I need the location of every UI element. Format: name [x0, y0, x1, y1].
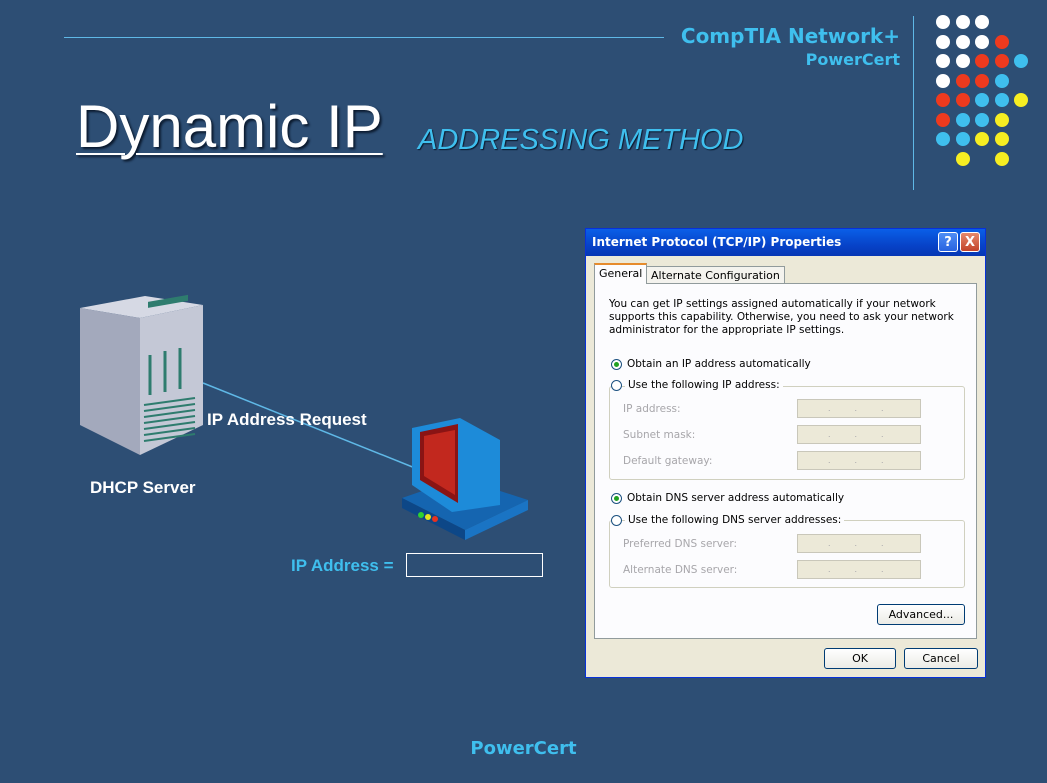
slide-title: Dynamic IP	[76, 93, 383, 160]
decorative-dot	[994, 112, 1009, 127]
ip-manual-radio[interactable]	[611, 380, 622, 391]
computer-icon	[402, 418, 528, 540]
ip-request-label: IP Address Request	[207, 410, 367, 429]
slide-subtitle: ADDRESSING METHOD	[418, 124, 744, 156]
decorative-dot	[994, 73, 1009, 88]
ip-address-label: IP Address =	[291, 556, 394, 575]
decorative-dot	[936, 34, 950, 49]
dialog-titlebar[interactable]: Internet Protocol (TCP/IP) Properties ? …	[586, 229, 985, 256]
network-diagram	[80, 294, 528, 540]
alternate-dns-label: Alternate DNS server:	[623, 564, 738, 576]
cancel-button[interactable]: Cancel	[904, 648, 978, 669]
decorative-dot	[975, 54, 989, 68]
connection-line	[202, 382, 421, 471]
brand-title: CompTIA Network+	[680, 24, 900, 48]
default-gateway-input[interactable]: ...	[797, 451, 921, 470]
server-icon	[80, 294, 203, 455]
ip-settings-group	[609, 386, 965, 480]
tab-general[interactable]: General	[594, 263, 648, 284]
help-button[interactable]: ?	[938, 232, 958, 252]
preferred-dns-label: Preferred DNS server:	[623, 538, 738, 550]
decorative-dot	[994, 132, 1009, 146]
decorative-dot	[955, 54, 970, 68]
dns-auto-label[interactable]: Obtain DNS server address automatically	[627, 492, 845, 504]
decorative-dot	[936, 15, 950, 29]
dhcp-server-label: DHCP Server	[90, 478, 196, 497]
decorative-dot	[975, 15, 989, 29]
dns-manual-radio[interactable]	[611, 515, 622, 526]
tcpip-properties-dialog: Internet Protocol (TCP/IP) Properties ? …	[585, 228, 986, 678]
dialog-description: You can get IP settings assigned automat…	[609, 298, 954, 336]
alternate-dns-input[interactable]: ...	[797, 560, 921, 579]
decorative-dot	[955, 132, 970, 146]
tab-alternate-configuration[interactable]: Alternate Configuration	[646, 266, 785, 284]
decorative-dot	[955, 34, 970, 49]
subnet-mask-input[interactable]: ...	[797, 425, 921, 444]
brand-subtitle: PowerCert	[805, 50, 900, 69]
ip-address-input[interactable]: ...	[797, 399, 921, 418]
dialog-title: Internet Protocol (TCP/IP) Properties	[592, 235, 842, 249]
preferred-dns-input[interactable]: ...	[797, 534, 921, 553]
general-tab-panel: You can get IP settings assigned automat…	[594, 283, 977, 639]
ok-button[interactable]: OK	[824, 648, 896, 669]
decorative-dot	[936, 93, 950, 107]
decorative-dot	[975, 93, 989, 107]
header-vertical-rule	[913, 16, 914, 190]
ip-manual-label[interactable]: Use the following IP address:	[625, 379, 783, 392]
decorative-dot	[955, 15, 970, 29]
decorative-dot	[936, 54, 950, 68]
decorative-dot	[936, 73, 950, 88]
decorative-dot	[994, 151, 1009, 166]
decorative-dot	[975, 132, 989, 146]
decorative-dot	[994, 93, 1009, 107]
decorative-dot	[955, 93, 970, 107]
default-gateway-label: Default gateway:	[623, 455, 713, 467]
decorative-dot	[1014, 93, 1028, 107]
decorative-dot	[1014, 54, 1028, 68]
decorative-dot	[955, 151, 970, 166]
decorative-dot	[955, 73, 970, 88]
decorative-dot	[994, 54, 1009, 68]
ip-address-box	[406, 553, 543, 577]
decorative-dot	[975, 73, 989, 88]
decorative-dot	[955, 112, 970, 127]
decorative-dot	[936, 112, 950, 127]
decorative-dot	[936, 132, 950, 146]
dns-auto-radio[interactable]	[611, 493, 622, 504]
decorative-dot	[975, 112, 989, 127]
ip-auto-label[interactable]: Obtain an IP address automatically	[627, 358, 811, 370]
advanced-button[interactable]: Advanced...	[877, 604, 965, 625]
header-rule	[64, 37, 664, 38]
subnet-mask-label: Subnet mask:	[623, 429, 696, 441]
footer-brand: PowerCert	[470, 738, 577, 759]
dns-manual-label[interactable]: Use the following DNS server addresses:	[625, 514, 845, 527]
decorative-dot	[975, 34, 989, 49]
close-button[interactable]: X	[960, 232, 980, 252]
ip-address-field-label: IP address:	[623, 403, 681, 415]
decorative-dot	[994, 34, 1009, 49]
ip-auto-radio[interactable]	[611, 359, 622, 370]
